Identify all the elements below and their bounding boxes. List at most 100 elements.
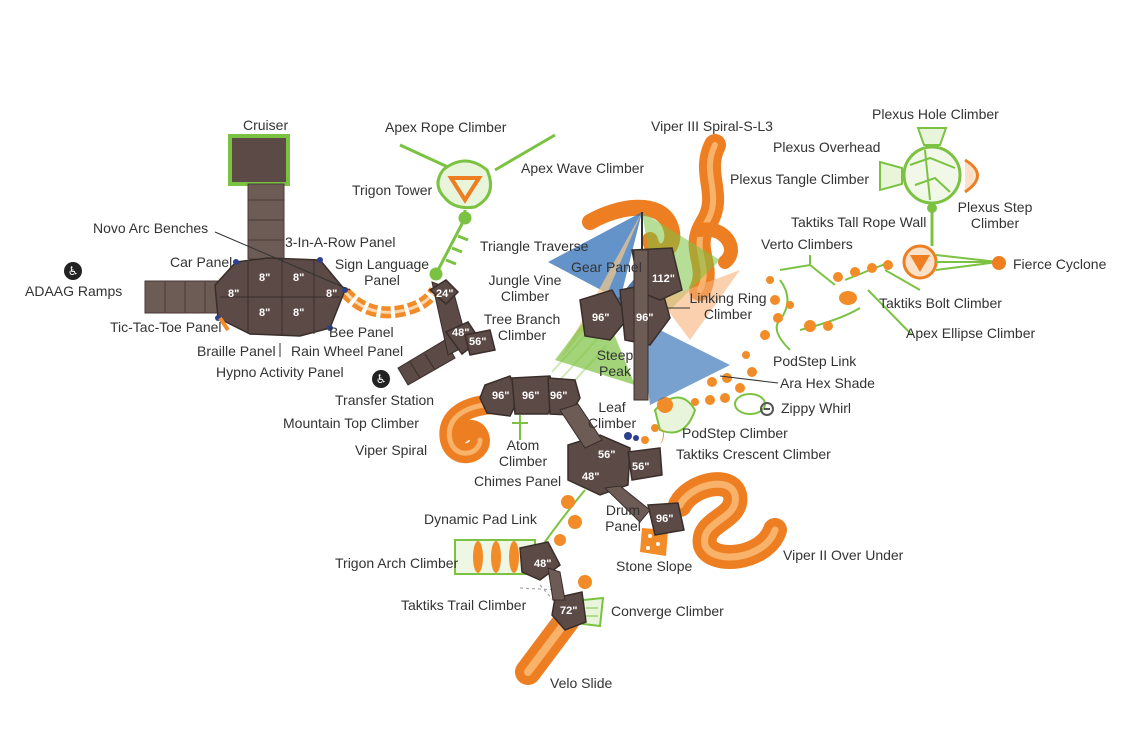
label-trigon-arch-climber: Trigon Arch Climber xyxy=(335,555,459,571)
fierce-cyclone xyxy=(867,244,1006,336)
cruiser xyxy=(228,134,290,260)
zippy-whirl xyxy=(734,393,774,416)
deck-label: 48" xyxy=(452,327,469,339)
label-bee-panel: Bee Panel xyxy=(329,324,394,340)
label-taktiks-tall-rope-wall: Taktiks Tall Rope Wall xyxy=(791,214,927,230)
label-line: Panel xyxy=(605,518,641,534)
label-linking-ring: Linking Ring Climber xyxy=(685,290,771,322)
label-viper-iii: Viper III Spiral-S-L3 xyxy=(651,118,773,134)
label-line: Climber xyxy=(500,288,550,304)
label-transfer-station: Transfer Station xyxy=(335,392,435,408)
label-gear-panel: Gear Panel xyxy=(571,259,642,275)
label-line: Tree Branch xyxy=(483,311,561,327)
label-viper-ii: Viper II Over Under xyxy=(783,547,904,563)
label-line: Climber xyxy=(587,415,637,431)
orange-pods xyxy=(641,260,893,444)
label-braille-panel: Braille Panel xyxy=(197,343,276,359)
sign-language-bridge xyxy=(340,286,441,319)
label-plexus-tangle-climber: Plexus Tangle Climber xyxy=(730,171,870,187)
viper-ii-slide xyxy=(668,472,787,569)
wheelchair-icon: ♿ xyxy=(64,262,82,280)
center-decks xyxy=(428,247,685,631)
ara-hex-shade xyxy=(548,212,740,405)
label-taktiks-bolt-climber: Taktiks Bolt Climber xyxy=(879,295,1002,311)
label-sign-language: Sign Language Panel xyxy=(333,256,431,288)
label-line: Atom xyxy=(506,437,540,453)
viper-spiral-slide xyxy=(439,394,505,464)
deck-label: 8" xyxy=(293,307,304,319)
deck-label: 48" xyxy=(582,471,599,483)
label-taktiks-crescent-climber: Taktiks Crescent Climber xyxy=(676,446,831,462)
label-podstep-link: PodStep Link xyxy=(773,353,857,369)
label-line: Steep xyxy=(596,347,634,363)
label-cruiser: Cruiser xyxy=(243,117,289,133)
label-converge-climber: Converge Climber xyxy=(611,603,724,619)
deck-label: 96" xyxy=(592,312,609,324)
label-plexus-step-climber: Plexus Step Climber xyxy=(955,199,1035,231)
deck-label: 8" xyxy=(259,307,270,319)
label-line: Sign Language xyxy=(334,256,430,272)
label-chimes-panel: Chimes Panel xyxy=(474,473,562,489)
trigon-arch-climber xyxy=(454,539,536,575)
label-line: Climber xyxy=(498,453,548,469)
label-stone-slope: Stone Slope xyxy=(616,558,693,574)
label-plexus-overhead: Plexus Overhead xyxy=(773,139,881,155)
label-tree-branch: Tree Branch Climber xyxy=(480,311,564,343)
deck-label: 8" xyxy=(259,272,270,284)
label-drum-panel: Drum Panel xyxy=(600,502,646,534)
label-line: Peak xyxy=(599,363,631,379)
deck-label: 56" xyxy=(632,461,649,473)
label-zippy-whirl: Zippy Whirl xyxy=(781,400,852,416)
label-apex-wave-climber: Apex Wave Climber xyxy=(521,160,645,176)
wheelchair-icon: ♿ xyxy=(372,370,390,388)
stone-slope xyxy=(640,528,668,556)
label-viper-spiral: Viper Spiral xyxy=(355,442,428,458)
deck-label: 96" xyxy=(550,390,567,402)
mountain-top-climber xyxy=(512,415,528,440)
label-fierce-cyclone: Fierce Cyclone xyxy=(1013,256,1107,272)
deck-label: 8" xyxy=(228,288,239,300)
deck-label: 24" xyxy=(436,288,453,300)
label-line: Jungle Vine xyxy=(488,272,562,288)
label-mountain-top-climber: Mountain Top Climber xyxy=(283,415,419,431)
trigon-tower xyxy=(436,159,492,210)
label-taktiks-trail-climber: Taktiks Trail Climber xyxy=(401,597,527,613)
velo-slide xyxy=(515,607,580,685)
label-rain-wheel-panel: Rain Wheel Panel xyxy=(291,343,404,359)
label-leaf-climber: Leaf Climber xyxy=(584,399,640,431)
deck-label: 96" xyxy=(492,390,509,402)
deck-label: 56" xyxy=(598,449,615,461)
deck-label: 8" xyxy=(293,272,304,284)
label-line: Climber xyxy=(497,327,547,343)
deck-height-labels: 8" 8" 8" 8" 8" 8" 24" 48" 56" 96" 96" 96… xyxy=(228,272,675,617)
label-podstep-climber: PodStep Climber xyxy=(682,425,788,441)
deck-label: 112" xyxy=(652,273,675,285)
deck-label: 48" xyxy=(534,558,551,570)
deck-label: 96" xyxy=(636,312,653,324)
label-novo-arc-benches: Novo Arc Benches xyxy=(93,220,209,236)
label-jungle-vine: Jungle Vine Climber xyxy=(483,272,567,304)
triangle-traverse xyxy=(429,211,472,281)
label-verto-climbers: Verto Climbers xyxy=(761,236,853,252)
label-plexus-hole-climber: Plexus Hole Climber xyxy=(872,106,999,122)
label-trigon-tower: Trigon Tower xyxy=(352,182,433,198)
leaf-climber xyxy=(624,396,697,441)
deck-label: 96" xyxy=(522,390,539,402)
label-line: Plexus Step xyxy=(957,199,1033,215)
adaag-ramp xyxy=(144,280,221,314)
label-velo-slide: Velo Slide xyxy=(550,675,613,691)
plexus-overhead xyxy=(879,127,979,246)
label-3-in-a-row: 3-In-A-Row Panel xyxy=(285,234,396,250)
label-line: Leaf xyxy=(598,399,626,415)
label-steep-peak: Steep Peak xyxy=(592,347,638,379)
deck-label: 8" xyxy=(326,288,337,300)
label-ara-hex-shade: Ara Hex Shade xyxy=(780,375,875,391)
main-deck-cluster xyxy=(214,257,348,337)
leader-lines xyxy=(214,231,779,384)
transfer-station xyxy=(397,339,456,386)
label-hypno-activity-panel: Hypno Activity Panel xyxy=(216,364,344,380)
label-line: Linking Ring xyxy=(689,290,767,306)
label-car-panel: Car Panel xyxy=(170,254,233,270)
label-atom-climber: Atom Climber xyxy=(490,437,556,469)
